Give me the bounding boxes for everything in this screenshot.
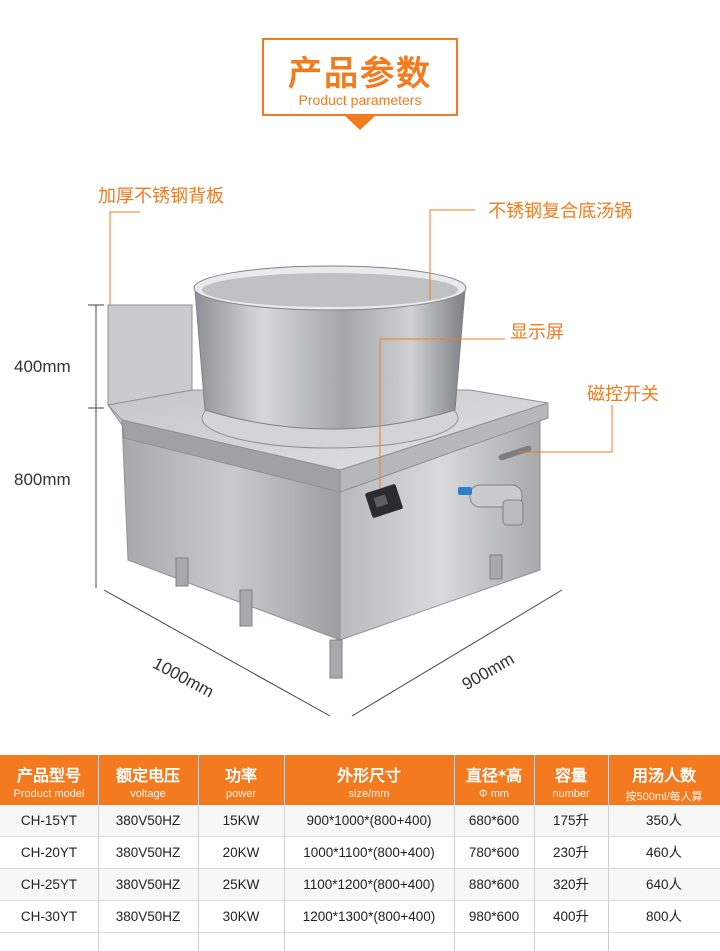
col-header-people: 用汤人数按500ml/每人算 [625, 766, 703, 803]
leg [329, 639, 343, 679]
section-title: 产品参数 [288, 54, 432, 94]
leg [239, 589, 253, 627]
worktop-lip-left [121, 419, 341, 493]
table-divider [198, 755, 199, 951]
table-divider [534, 755, 535, 951]
table-divider [454, 755, 455, 951]
section-title-box: 产品参数 Product parameters [262, 38, 458, 116]
pot-inner [202, 273, 458, 307]
table-divider [98, 755, 99, 951]
table-row: CH-20YT 380V50HZ 20KW 1000*1100*(800+400… [0, 837, 720, 869]
callout-leader-switch [518, 405, 613, 453]
callout-leader-display [379, 338, 505, 488]
table-row: CH-25YT 380V50HZ 25KW 1100*1200*(800+400… [0, 869, 720, 901]
table-row: CH-30YT 380V50HZ 30KW 1200*1300*(800+400… [0, 901, 720, 933]
callout-pot: 不锈钢复合底汤锅 [488, 201, 632, 222]
callout-backplate: 加厚不锈钢背板 [98, 186, 224, 207]
callout-leader-backplate [109, 211, 140, 305]
callout-leader-pot [429, 209, 475, 300]
leg [489, 554, 503, 580]
callout-display: 显示屏 [510, 322, 564, 343]
section-subtitle: Product parameters [298, 92, 422, 108]
callout-switch: 磁控开关 [587, 384, 659, 405]
title-arrow-icon [345, 116, 375, 130]
product-illustration [88, 209, 613, 717]
magnetic-switch [498, 445, 532, 461]
dimension-height-top: 400mm [14, 357, 71, 376]
table-divider [608, 755, 609, 951]
dimension-height-body: 800mm [14, 470, 71, 489]
faucet-handle [458, 487, 472, 495]
table-row: CH-15YT 380V50HZ 15KW 900*1000*(800+400)… [0, 805, 720, 837]
pot-body [194, 289, 466, 430]
leg [175, 557, 189, 587]
table-divider [284, 755, 285, 951]
